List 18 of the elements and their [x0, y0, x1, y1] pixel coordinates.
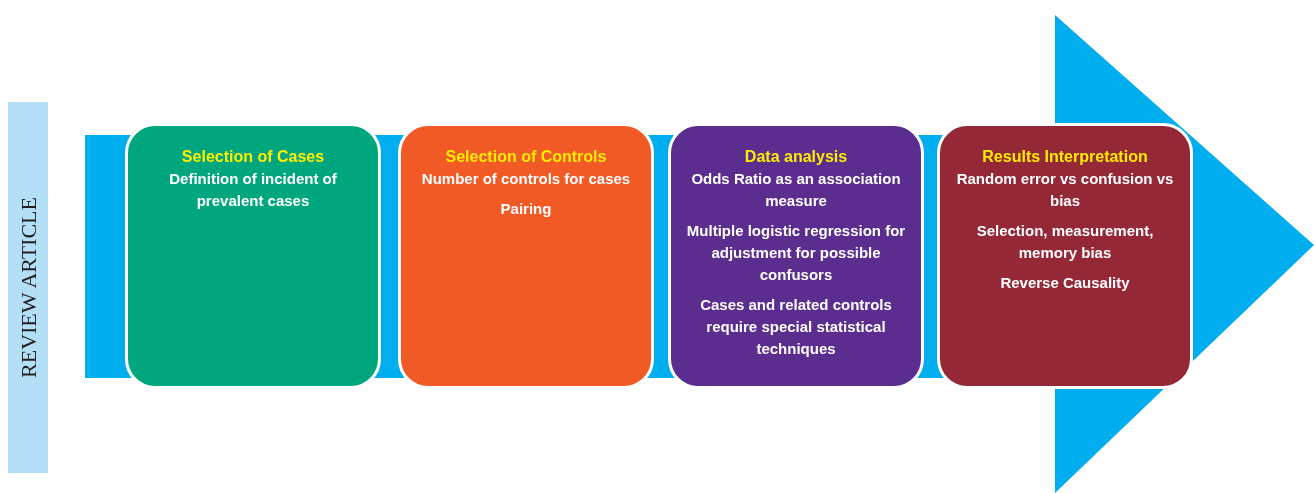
step-text: Number of controls for cases: [421, 169, 631, 189]
step-heading: Data analysis: [744, 147, 848, 167]
step-text: Cases and related controls require special statistical techniques: [699, 295, 893, 359]
step-heading: Selection of Controls: [445, 147, 607, 167]
step-heading: Results Interpretation: [982, 147, 1148, 167]
step-box: [937, 123, 1193, 389]
step-text: Multiple logistic regression for adjustment for possible confusors: [685, 221, 907, 285]
step-text: Random error vs confusion vs bias: [955, 169, 1175, 211]
step-text: Pairing: [500, 199, 552, 219]
step-text: Odds Ratio as an association measure: [690, 169, 902, 211]
step-text: Reverse Causality: [1000, 273, 1130, 293]
step-text: Selection, measurement, memory bias: [975, 221, 1155, 263]
step-box: [398, 123, 654, 389]
step-text: Definition of incident of prevalent cases: [168, 169, 338, 211]
step-box: [125, 123, 381, 389]
step-heading: Selection of Cases: [181, 147, 325, 167]
step-box: [668, 123, 924, 389]
side-label: REVIEW ARTICLE: [14, 197, 42, 378]
